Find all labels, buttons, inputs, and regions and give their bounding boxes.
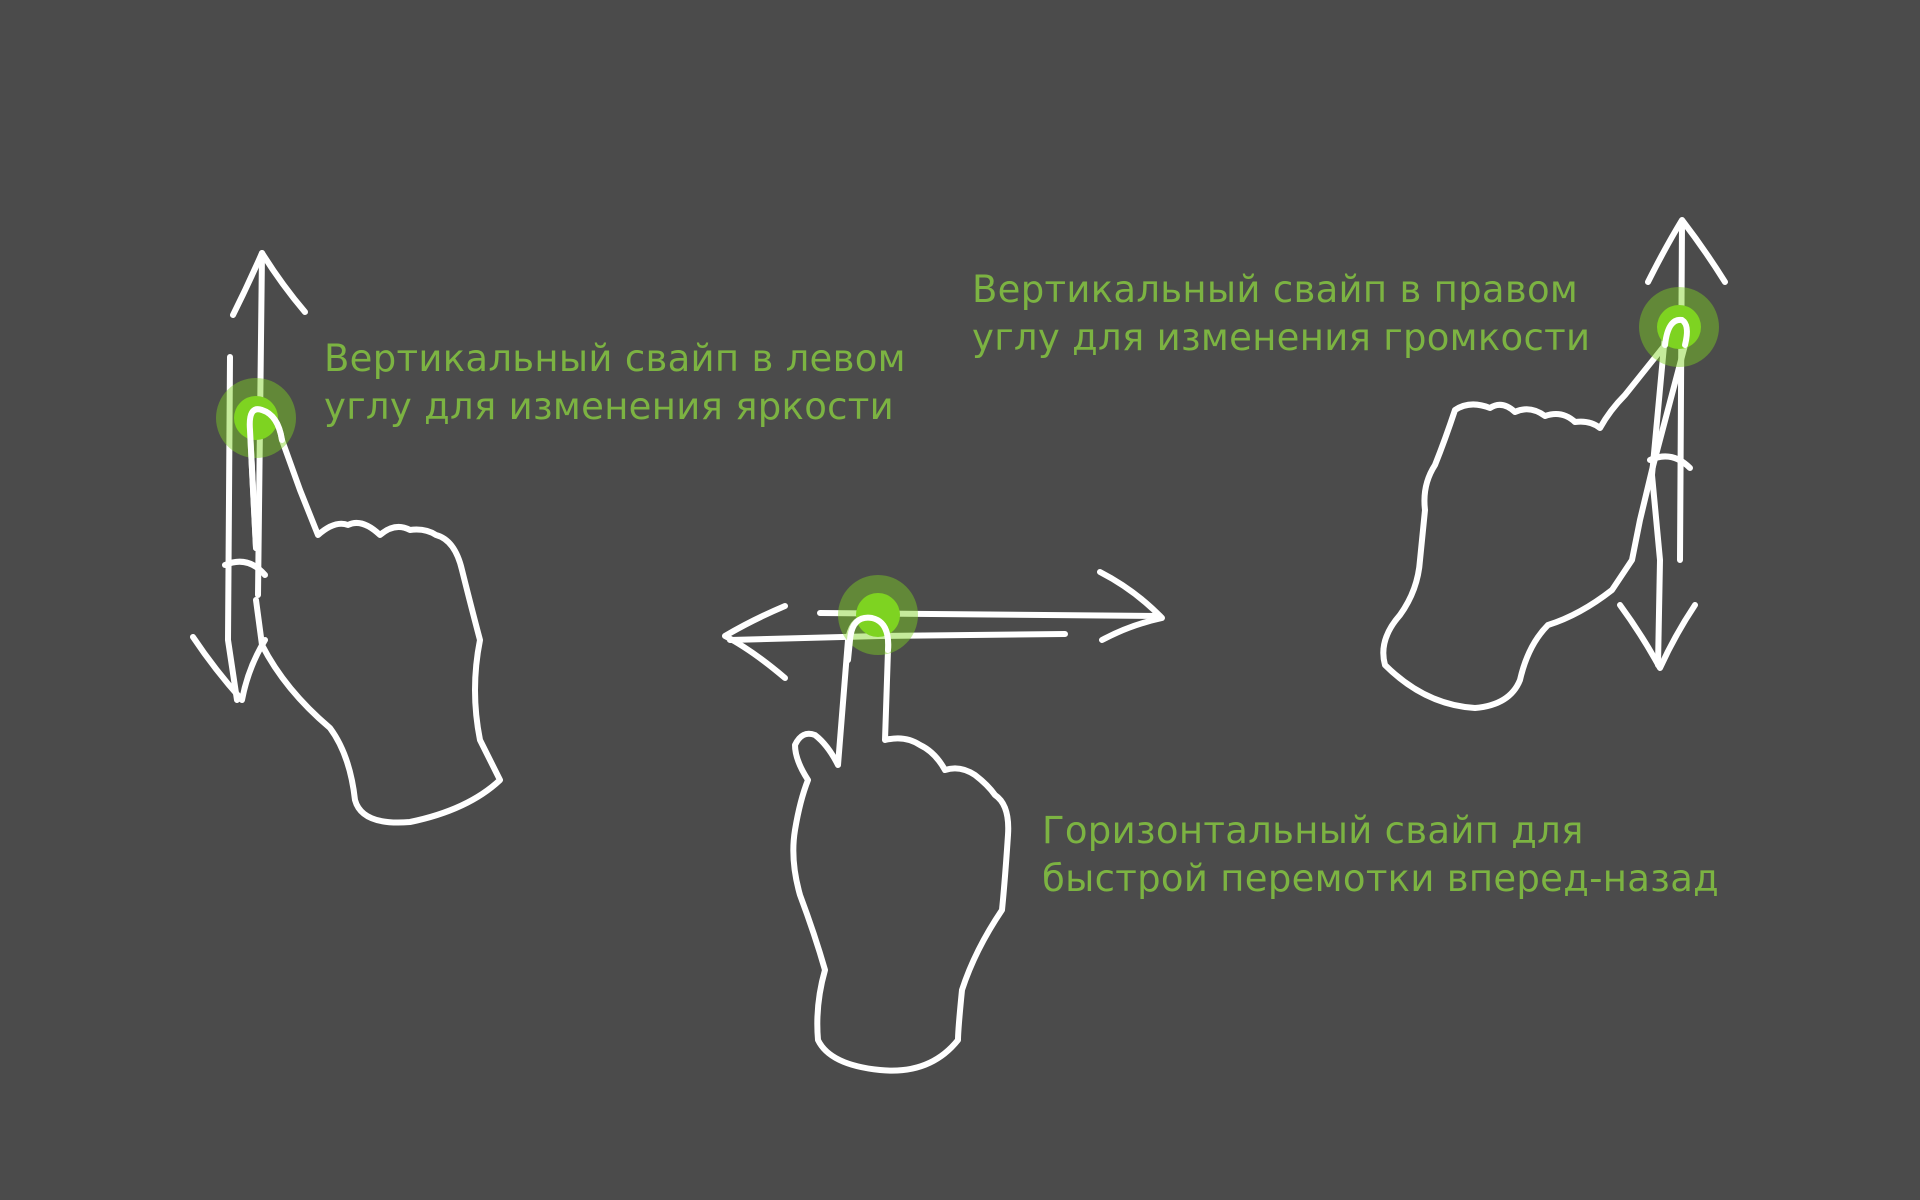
brightness-caption-line-2: углу для изменения яркости [324, 385, 894, 428]
center-touch-point-icon [838, 575, 918, 663]
brightness-caption-line-1: Вертикальный свайп в левом [324, 337, 906, 380]
right-touch-point-icon [1639, 287, 1719, 367]
brightness-swipe-caption: Вертикальный свайп в левом углу для изме… [324, 335, 906, 431]
center-hand-icon [790, 614, 1012, 1074]
center-horizontal-arrow-icon [722, 569, 1165, 681]
seek-caption-line-1: Горизонтальный свайп для [1042, 809, 1584, 852]
left-hand-icon [246, 406, 503, 826]
left-vertical-arrow-icon [190, 250, 308, 703]
volume-caption-line-1: Вертикальный свайп в правом [972, 268, 1579, 311]
right-hand-icon [1380, 316, 1690, 711]
volume-caption-line-2: углу для изменения громкости [972, 316, 1591, 359]
left-touch-point-icon [216, 378, 296, 551]
seek-caption-line-2: быстрой перемотки вперед-назад [1042, 857, 1720, 900]
seek-swipe-caption: Горизонтальный свайп для быстрой перемот… [1042, 807, 1719, 903]
right-vertical-arrow-icon [1617, 217, 1728, 671]
volume-swipe-caption: Вертикальный свайп в правом углу для изм… [972, 266, 1590, 362]
